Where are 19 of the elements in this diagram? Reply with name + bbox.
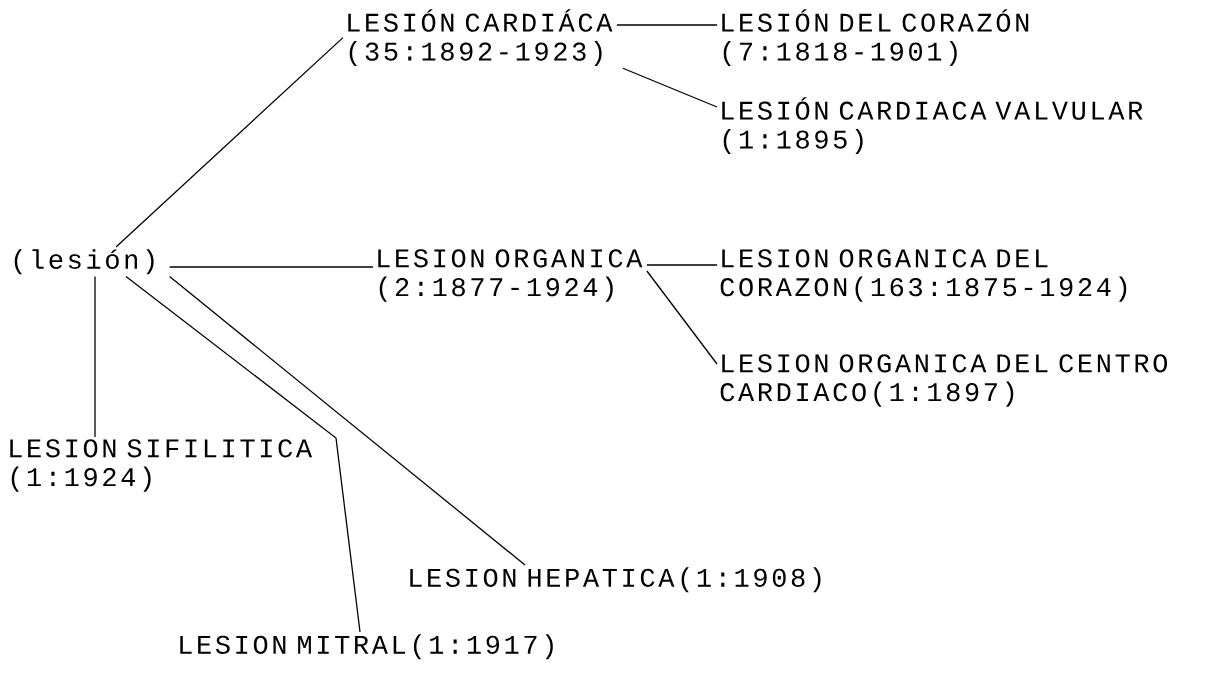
term-label: LESION HEPATICA(1:1908): [410, 567, 821, 593]
connector-line: [646, 264, 718, 266]
connector-line: [646, 270, 718, 365]
connector-line: [622, 67, 718, 108]
term-label: LESIÓN CARDIÁCA (35:1892-1923): [348, 9, 613, 67]
connector-line: [125, 275, 361, 633]
term-label: LESIÓN CARDIACA VALVULAR (1:1895): [722, 97, 1143, 155]
term-label: LESION ORGANICA DEL CORAZON(163:1875-1924): [720, 249, 1127, 302]
connector-line: [94, 275, 96, 438]
term-label: LESION ORGANICA DEL CENTRO CARDIACO(1:1897): [720, 354, 1168, 407]
term-label: LESION MITRAL(1:1917): [180, 634, 553, 660]
connector-line: [168, 266, 374, 268]
connector-line: [168, 275, 526, 566]
connector-line: [115, 36, 344, 248]
connector-line: [616, 24, 718, 26]
term-label: LESION ORGANICA (2:1877-1924): [378, 249, 643, 302]
term-label: LESIÓN DEL CORAZÓN (7:1818-1901): [722, 9, 1029, 67]
term-label: LESION SIFILITICA (1:1924): [10, 439, 313, 492]
term-label: (lesión): [14, 249, 154, 275]
